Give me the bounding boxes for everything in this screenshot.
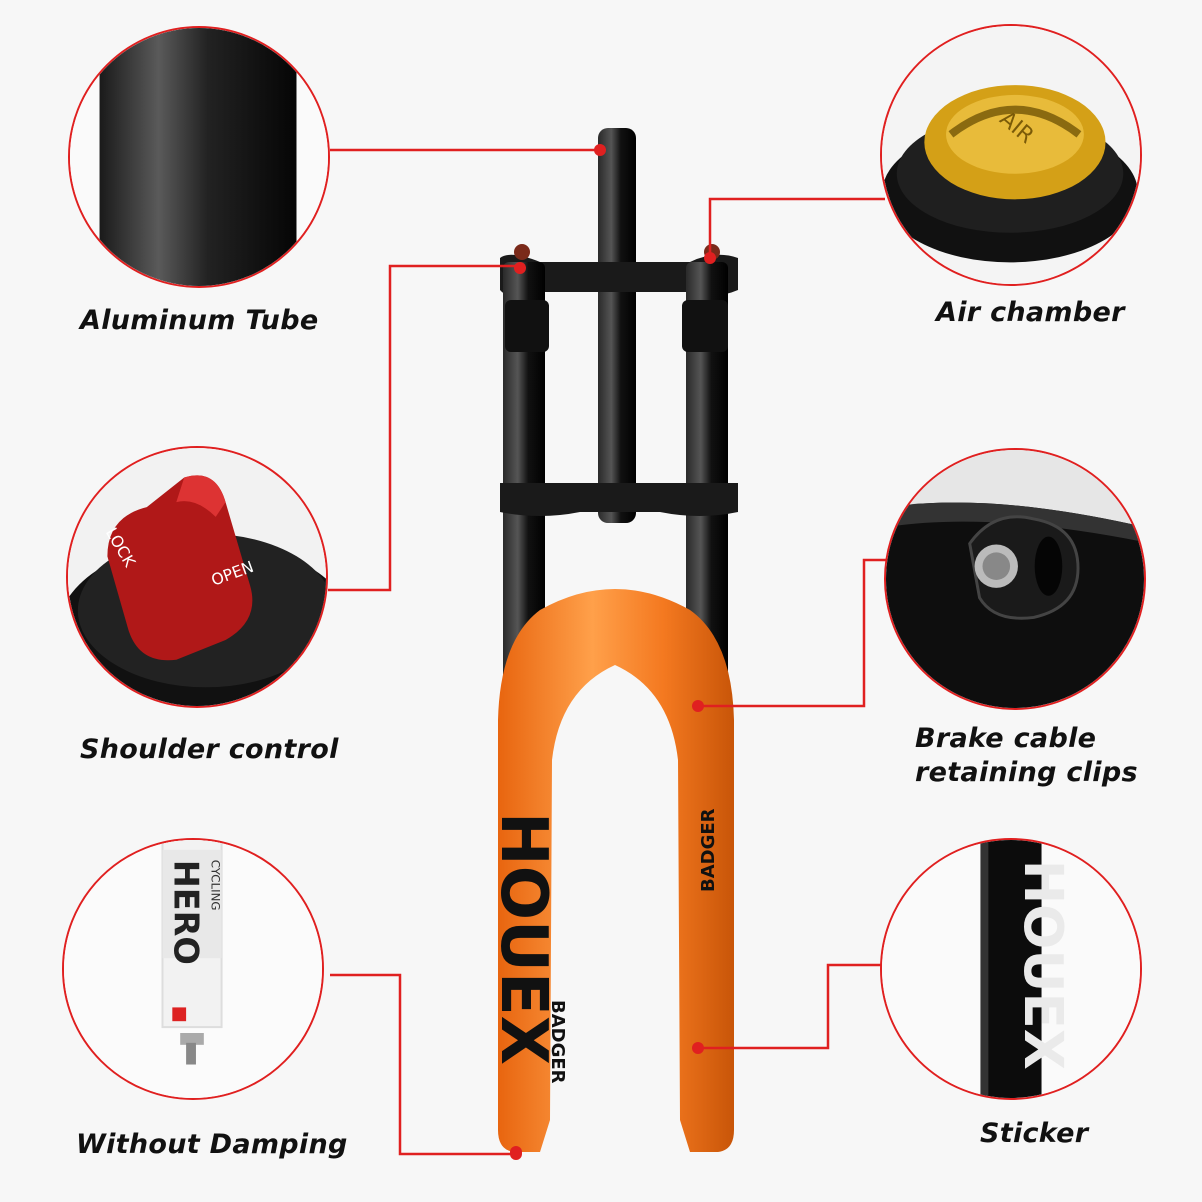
lock-dial-icon bbox=[107, 475, 253, 661]
aluminum-tube-image bbox=[70, 28, 328, 286]
sticker-tube bbox=[980, 840, 1042, 1098]
left-stanchion bbox=[503, 262, 545, 702]
shoulder-control-label: Shoulder control bbox=[80, 734, 339, 765]
brake-clips-label: Brake cable retaining clips bbox=[915, 722, 1138, 790]
brake-clips-label-line1: Brake cable bbox=[915, 723, 1097, 754]
air-chamber-image: AIR bbox=[882, 26, 1140, 284]
without-damping-label: Without Damping bbox=[76, 1129, 348, 1160]
orange-lowers bbox=[498, 589, 734, 1152]
steerer-tube bbox=[598, 128, 636, 523]
lower-crown bbox=[500, 483, 738, 516]
top-crown bbox=[500, 254, 738, 297]
shoulder-control-image: LOCK OPEN bbox=[68, 448, 326, 706]
fork-brand-decal-left: HOUEX bbox=[486, 812, 560, 1065]
aluminum-tube-label: Aluminum Tube bbox=[80, 305, 319, 336]
sticker-detail: HOUEX bbox=[880, 838, 1142, 1100]
air-chamber-label: Air chamber bbox=[936, 297, 1125, 328]
brake-clips-image bbox=[886, 450, 1144, 708]
without-damping-image: HERO CYCLING bbox=[64, 840, 322, 1098]
sticker-image: HOUEX bbox=[882, 840, 1140, 1098]
fork-model-decal-right: BADGER bbox=[698, 808, 719, 892]
air-chamber-detail: AIR bbox=[880, 24, 1142, 286]
sticker-label: Sticker bbox=[980, 1118, 1089, 1149]
brake-clips-detail bbox=[884, 448, 1146, 710]
aluminum-tube-detail bbox=[68, 26, 330, 288]
hero-sticker-text: HERO bbox=[166, 860, 205, 965]
brake-clips-label-line2: retaining clips bbox=[915, 756, 1138, 788]
cycling-sticker-text: CYCLING bbox=[209, 860, 223, 911]
right-stanchion bbox=[686, 262, 728, 702]
without-damping-detail: HERO CYCLING bbox=[62, 838, 324, 1100]
sticker-brand-text: HOUEX bbox=[1012, 860, 1074, 1070]
fork-model-decal-left: BADGER bbox=[547, 1000, 568, 1084]
shoulder-control-detail: LOCK OPEN bbox=[66, 446, 328, 708]
